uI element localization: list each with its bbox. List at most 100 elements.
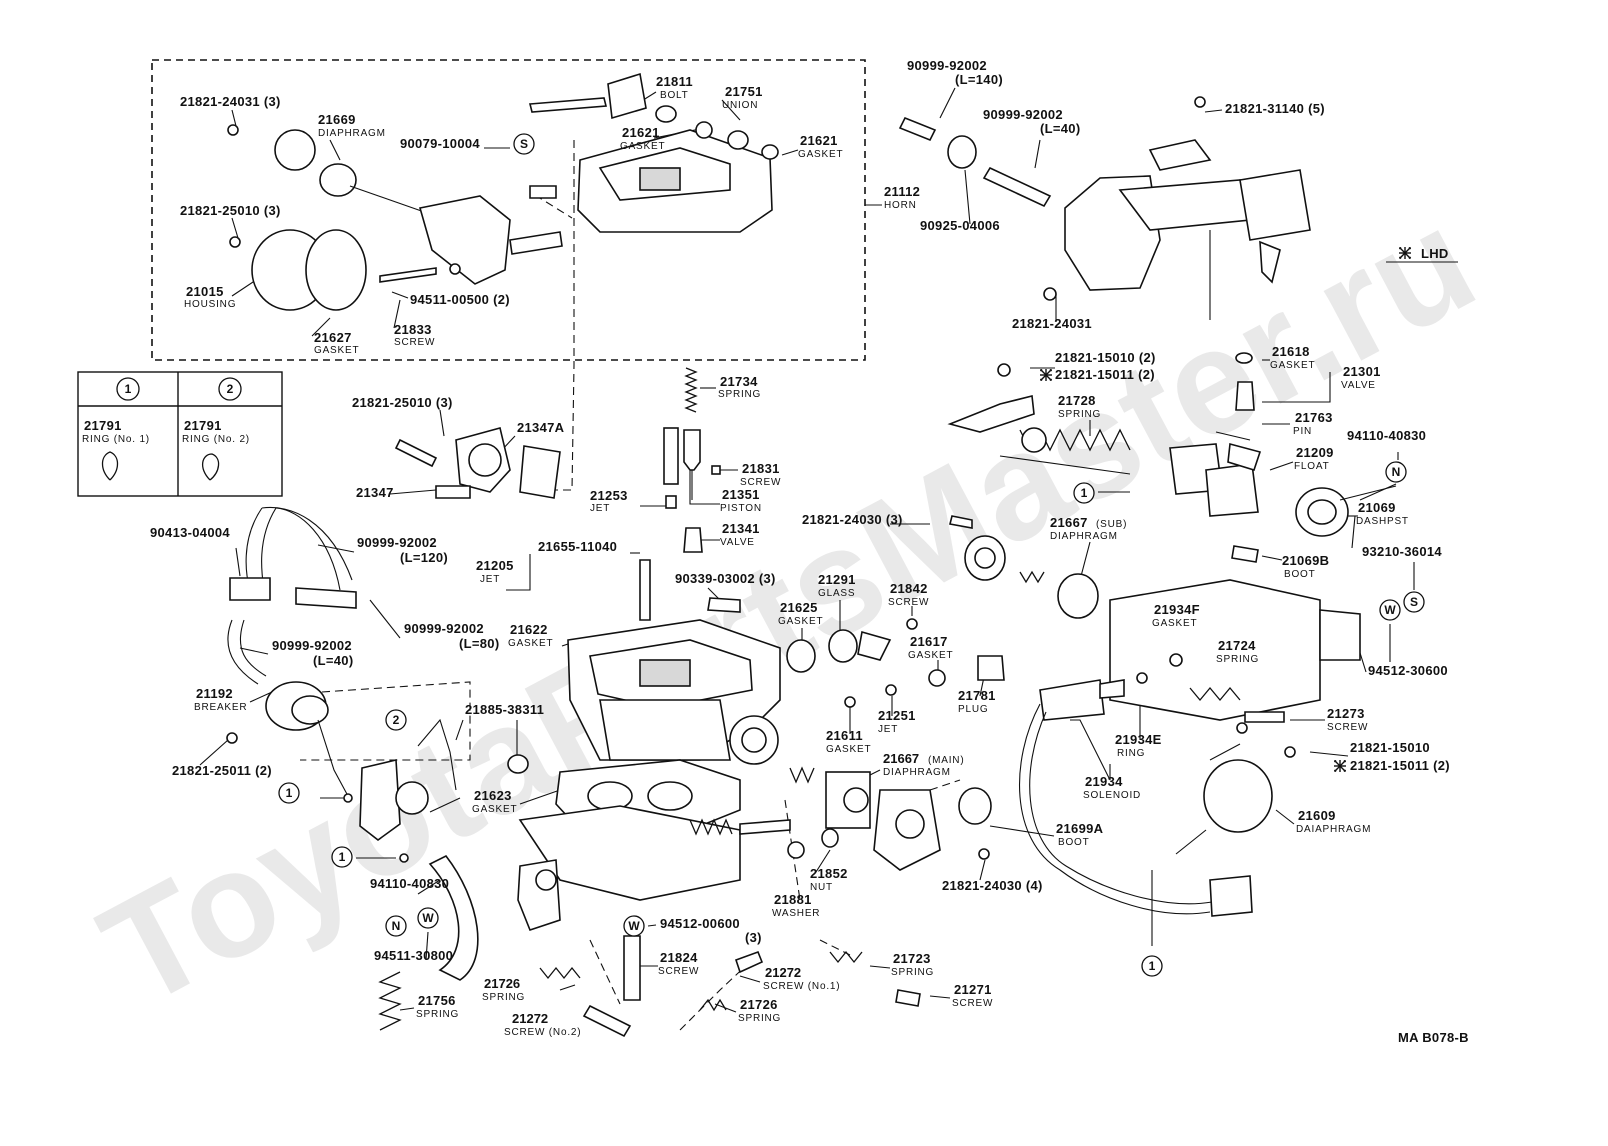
part-label-21852-n: NUT — [810, 882, 833, 893]
part-label-21821-25010-top: 21821-25010 (3) — [180, 203, 281, 218]
callout-text-c1-bottom: 1 — [1149, 959, 1156, 973]
callout-text-c1-b: 1 — [339, 850, 346, 864]
part-label-21791-1-n: RING (No. 1) — [82, 434, 150, 445]
part-label-90999-92002-b-l: (L=40) — [1040, 121, 1080, 136]
part-label-94110-40830-l: 94110-40830 — [370, 876, 449, 891]
callout-s-right: S — [1403, 591, 1425, 613]
part-label-21291: 21291 — [818, 572, 856, 587]
part-label-21069: 21069 — [1358, 500, 1396, 515]
callout-circle-n-right — [1385, 461, 1407, 483]
part-label-21831-n: SCREW — [740, 477, 781, 488]
part-label-21351-n: PISTON — [720, 503, 762, 514]
part-label-21726-a-n: SPRING — [482, 992, 525, 1003]
part-label-21881: 21881 — [774, 892, 812, 907]
part-label-21347A: 21347A — [517, 420, 565, 435]
part-label-21341-n: VALVE — [720, 537, 755, 548]
part-label-21791-2: 21791 — [184, 418, 222, 433]
part-label-21623-n: GASKET — [472, 804, 517, 815]
part-label-21699A: 21699A — [1056, 821, 1104, 836]
part-label-21724-n: SPRING — [1216, 654, 1259, 665]
callout-text-n-left: N — [392, 919, 401, 933]
part-label-21623: 21623 — [474, 788, 512, 803]
part-label-21728: 21728 — [1058, 393, 1096, 408]
part-label-21621a: 21621 — [622, 125, 660, 140]
part-label-21251-n: JET — [878, 724, 898, 735]
part-label-21301: 21301 — [1343, 364, 1381, 379]
part-label-21821-15010-a: 21821-15010 (2) — [1055, 350, 1156, 365]
callout-text-w-right: W — [1384, 603, 1396, 617]
part-label-21069B: 21069B — [1282, 553, 1329, 568]
part-label-21724: 21724 — [1218, 638, 1256, 653]
part-label-94512-30600: 94512-30600 — [1368, 663, 1448, 678]
part-label-90999-92002-a: 90999-92002 — [907, 58, 987, 73]
part-label-21667-sub-n: DIAPHRAGM — [1050, 531, 1118, 542]
part-label-21885: 21885-38311 — [465, 702, 544, 717]
part-label-21667-main-n: DIAPHRAGM — [883, 767, 951, 778]
part-label-ref: MA B078-B — [1398, 1030, 1469, 1045]
part-label-21667-sub-s: (SUB) — [1096, 519, 1127, 530]
part-label-21611-n: GASKET — [826, 744, 871, 755]
callout-c1-bottom: 1 — [1141, 955, 1163, 977]
part-label-94511-00500: 94511-00500 (2) — [410, 292, 510, 307]
part-label-21655: 21655-11040 — [538, 539, 617, 554]
part-label-90999-92002-e: 90999-92002 — [272, 638, 352, 653]
callout-text-s-right: S — [1410, 595, 1418, 609]
part-label-21821-15011-b: 21821-15011 (2) — [1350, 758, 1450, 773]
part-label-21821-24030-b: 21821-24030 (4) — [942, 878, 1043, 893]
part-label-90999-92002-d-l: (L=80) — [459, 636, 499, 651]
part-label-21833: 21833 — [394, 322, 432, 337]
asterisk-mark-icon — [1334, 760, 1347, 772]
part-label-90925: 90925-04006 — [920, 218, 1000, 233]
part-label-21621b: 21621 — [800, 133, 838, 148]
part-label-21205-n: JET — [480, 574, 500, 585]
part-label-21728-n: SPRING — [1058, 409, 1101, 420]
part-label-94512-00600: 94512-00600 — [660, 916, 740, 931]
part-label-21015: 21015 — [186, 284, 224, 299]
part-label-21253: 21253 — [590, 488, 628, 503]
part-label-21611: 21611 — [826, 728, 863, 743]
part-label-21209-n: FLOAT — [1294, 461, 1329, 472]
part-label-21271-n: SCREW — [952, 998, 993, 1009]
part-label-90999-92002-c-l: (L=120) — [400, 550, 448, 565]
callout-text-c2-left: 2 — [393, 713, 400, 727]
asterisk-markers — [1040, 247, 1412, 772]
callout-circle-c1-b — [331, 846, 353, 868]
part-label-94511-30800: 94511-30800 — [374, 948, 453, 963]
part-label-21301-n: VALVE — [1341, 380, 1376, 391]
asterisk-mark-icon — [1399, 247, 1412, 259]
callout-s-90079: S — [513, 133, 535, 155]
part-label-93210: 93210-36014 — [1362, 544, 1442, 559]
part-label-21351: 21351 — [722, 487, 760, 502]
part-label-21341: 21341 — [722, 521, 760, 536]
part-label-90999-92002-e-l: (L=40) — [313, 653, 353, 668]
part-label-21667-main-s: (MAIN) — [928, 755, 964, 766]
callout-circle-s-right — [1403, 591, 1425, 613]
part-label-90079: 90079-10004 — [400, 136, 480, 151]
callout-text-w-left: W — [422, 911, 434, 925]
part-label-21934: 21934 — [1085, 774, 1123, 789]
part-label-21192: 21192 — [196, 686, 233, 701]
part-label-21618-n: GASKET — [1270, 360, 1315, 371]
part-label-21791-2-n: RING (No. 2) — [182, 434, 250, 445]
part-label-21734-n: SPRING — [718, 389, 761, 400]
part-label-21934E: 21934E — [1115, 732, 1162, 747]
part-label-21852: 21852 — [810, 866, 848, 881]
part-label-21781-n: PLUG — [958, 704, 988, 715]
part-label-90999-92002-d: 90999-92002 — [404, 621, 484, 636]
part-label-21205: 21205 — [476, 558, 514, 573]
part-label-21625: 21625 — [780, 600, 818, 615]
part-labels: 21821-24031 (3)21669DIAPHRAGM90079-10004… — [82, 58, 1469, 1045]
callout-text-c1-a: 1 — [286, 786, 293, 800]
part-label-21271: 21271 — [954, 982, 992, 997]
part-label-21811: 21811 — [656, 74, 693, 89]
callout-circle-n-left — [385, 915, 407, 937]
part-label-21621b-n: GASKET — [798, 149, 843, 160]
part-label-94512-00600-q: (3) — [745, 930, 762, 945]
part-label-21723-n: SPRING — [891, 967, 934, 978]
part-label-21934E-n: RING — [1117, 748, 1145, 759]
part-label-21069B-n: BOOT — [1284, 569, 1316, 580]
part-label-21253-n: JET — [590, 503, 610, 514]
part-label-21824: 21824 — [660, 950, 698, 965]
part-label-lhd: LHD — [1421, 246, 1449, 261]
